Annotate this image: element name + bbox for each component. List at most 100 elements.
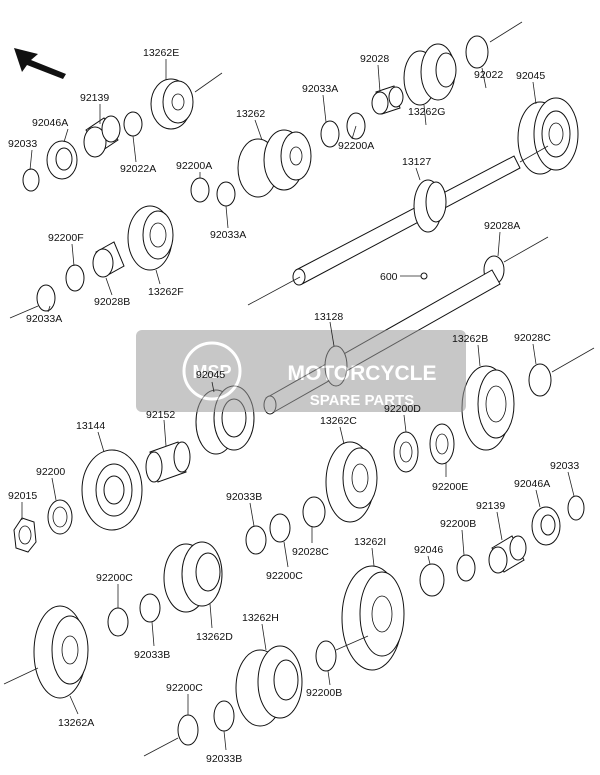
label-92028C-right: 92028C bbox=[514, 332, 551, 344]
label-13262D: 13262D bbox=[196, 631, 233, 643]
gear-13262E bbox=[150, 72, 223, 130]
shaft-13127 bbox=[247, 145, 549, 306]
label-13262: 13262 bbox=[236, 108, 265, 120]
washer-92200C-bottom bbox=[143, 714, 199, 757]
watermark-globe-icon bbox=[182, 341, 242, 401]
label-13262A: 13262A bbox=[58, 717, 94, 729]
label-92028C-mid: 92028C bbox=[292, 546, 329, 558]
needle-bearing-92028B bbox=[92, 241, 125, 278]
gear-13262 bbox=[237, 129, 312, 198]
label-92033B-mid: 92033B bbox=[226, 491, 262, 503]
label-92046A-top: 92046A bbox=[32, 117, 68, 129]
washer-92200A-mid bbox=[190, 177, 210, 203]
label-92046: 92046 bbox=[414, 544, 443, 556]
label-600: 600 bbox=[380, 271, 398, 283]
gear-13262I bbox=[341, 565, 405, 671]
gear-13262A bbox=[3, 605, 89, 699]
label-92045-top: 92045 bbox=[516, 70, 545, 82]
bushing-92139-top bbox=[83, 115, 121, 158]
label-13262C: 13262C bbox=[320, 415, 357, 427]
label-92028A: 92028A bbox=[484, 220, 520, 232]
washer-92022A bbox=[123, 111, 143, 137]
sprocket-13144 bbox=[81, 449, 143, 531]
label-92200F: 92200F bbox=[48, 232, 84, 244]
part-labels: 13262E 92028 92139 92046A 92033 92022A 9… bbox=[8, 47, 579, 765]
washer-92022 bbox=[465, 21, 523, 69]
circlip-92033A-left bbox=[9, 284, 56, 319]
callout-600-dot bbox=[420, 272, 428, 280]
label-92033-right: 92033 bbox=[550, 460, 579, 472]
gear-13262B bbox=[461, 365, 515, 451]
circlip-92033-right bbox=[567, 495, 585, 521]
label-92022: 92022 bbox=[474, 69, 503, 81]
label-13127: 13127 bbox=[402, 156, 431, 168]
label-13144: 13144 bbox=[76, 420, 105, 432]
label-92033-top: 92033 bbox=[8, 138, 37, 150]
label-13262H: 13262H bbox=[242, 612, 279, 624]
label-92033A-top: 92033A bbox=[302, 83, 338, 95]
needle-bearing-92046A-right bbox=[531, 506, 561, 546]
needle-bearing-92028C-right bbox=[528, 347, 595, 397]
watermark-line1: MOTORCYCLE bbox=[288, 362, 437, 385]
label-92022A: 92022A bbox=[120, 163, 156, 175]
needle-bearing-92028-top bbox=[371, 85, 404, 115]
circlip-92033A-top bbox=[320, 120, 340, 148]
label-92045-mid: 92045 bbox=[196, 369, 225, 381]
label-13262I: 13262I bbox=[354, 536, 386, 548]
label-13128: 13128 bbox=[314, 311, 343, 323]
label-92200: 92200 bbox=[36, 466, 65, 478]
ball-bearing-92045-top bbox=[517, 97, 579, 175]
label-92033B-left: 92033B bbox=[134, 649, 170, 661]
watermark-line2: SPARE PARTS bbox=[310, 392, 414, 409]
watermark: MSP MOTORCYCLE SPARE PARTS bbox=[136, 330, 466, 412]
label-92200C-mid: 92200C bbox=[266, 570, 303, 582]
circlip-92033B-mid bbox=[245, 525, 267, 555]
label-92200A-mid: 92200A bbox=[338, 140, 374, 152]
leader-lines bbox=[21, 59, 575, 751]
gear-13262F bbox=[127, 205, 174, 271]
label-92200C-left: 92200C bbox=[96, 572, 133, 584]
label-92200B-mid: 92200B bbox=[440, 518, 476, 530]
washer-92200 bbox=[47, 499, 73, 535]
watermark-logo: MSP bbox=[192, 362, 231, 382]
label-92139-right: 92139 bbox=[476, 500, 505, 512]
label-92033A-left: 92033A bbox=[26, 313, 62, 325]
front-direction-arrow-icon bbox=[14, 48, 66, 79]
needle-bearing-92046A-top bbox=[46, 140, 78, 180]
washer-92200E bbox=[429, 423, 455, 465]
circlip-92033B-left bbox=[139, 593, 161, 623]
label-92200C-bottom: 92200C bbox=[166, 682, 203, 694]
nut-92015 bbox=[13, 517, 37, 553]
label-92200A-top: 92200A bbox=[176, 160, 212, 172]
label-92033B-bottom: 92033B bbox=[206, 753, 242, 765]
label-92200B-low: 92200B bbox=[306, 687, 342, 699]
label-92200D: 92200D bbox=[384, 403, 421, 415]
washer-92200B-mid bbox=[456, 554, 476, 582]
gear-13262C bbox=[325, 441, 378, 523]
needle-bearing-92028C-mid bbox=[302, 496, 326, 528]
collar-92152 bbox=[145, 441, 191, 483]
washer-92200F bbox=[65, 264, 85, 292]
bushing-92139-right bbox=[488, 535, 527, 574]
washer-92200B-low bbox=[315, 635, 369, 672]
label-92152: 92152 bbox=[146, 409, 175, 421]
label-13262B: 13262B bbox=[452, 333, 488, 345]
circlip-92033B-bottom bbox=[213, 700, 235, 732]
label-92200E: 92200E bbox=[432, 481, 468, 493]
label-13262E: 13262E bbox=[143, 47, 179, 59]
label-92028-top: 92028 bbox=[360, 53, 389, 65]
gear-13262H bbox=[235, 645, 303, 727]
washer-92200D bbox=[393, 431, 419, 473]
label-92015: 92015 bbox=[8, 490, 37, 502]
circlip-92033-top bbox=[22, 168, 40, 192]
label-92139-top: 92139 bbox=[80, 92, 109, 104]
gear-13262D bbox=[163, 541, 223, 613]
label-92028B: 92028B bbox=[94, 296, 130, 308]
washer-92200C-left bbox=[107, 607, 129, 637]
label-13262G: 13262G bbox=[408, 106, 445, 118]
washer-92200C-mid bbox=[269, 513, 291, 543]
label-92046A-right: 92046A bbox=[514, 478, 550, 490]
label-92033A-mid: 92033A bbox=[210, 229, 246, 241]
gear-13262G bbox=[403, 43, 457, 106]
